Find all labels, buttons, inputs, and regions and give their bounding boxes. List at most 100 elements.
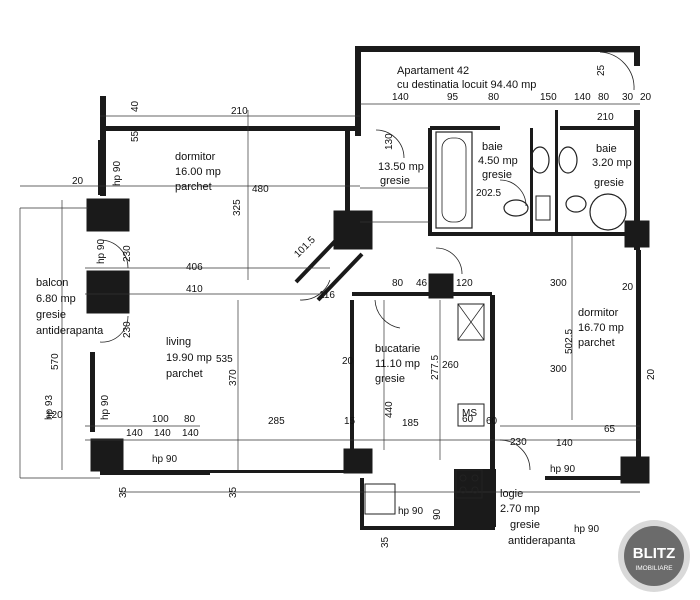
entrance-door-arc	[599, 51, 635, 91]
room-bucatarie-floor: gresie	[375, 373, 405, 385]
room-logie-floor: gresie	[510, 519, 540, 531]
room-dormitor-1-floor: parchet	[175, 181, 212, 193]
title-line2: cu destinatia locuit 94.40 mp	[397, 79, 536, 91]
room-balcon-floor: gresie	[36, 309, 66, 321]
dim-top-7: 20	[640, 92, 652, 103]
dim-140a: 140	[126, 428, 143, 439]
wall-top-right	[355, 46, 640, 52]
dim-60: 60	[462, 414, 474, 425]
wall-diagonal-1	[294, 234, 342, 284]
logo-word: BLITZ	[633, 545, 676, 562]
dim-325: 325	[232, 199, 243, 216]
wall-diagonal-2	[316, 252, 364, 302]
pillar-center	[333, 210, 373, 250]
pillar-left-1	[86, 198, 130, 232]
kitchen-ms-value: 60	[486, 416, 498, 427]
dim-20b: 20	[342, 356, 354, 367]
dim-285: 285	[268, 416, 285, 427]
dim-top-1: 95	[447, 92, 459, 103]
dim-101: 101.5	[292, 234, 318, 260]
room-baie-1-name: baie	[482, 141, 503, 153]
shower	[589, 193, 627, 231]
kitchen-labels: MS 60	[462, 408, 498, 427]
wall-kitchen-top	[352, 292, 492, 296]
hp-label-7: hp 90	[96, 239, 107, 264]
logo-disc	[624, 526, 684, 586]
dim-100: 100	[152, 414, 169, 425]
dim-410: 410	[186, 284, 203, 295]
room-balcon-area: 6.80 mp	[36, 293, 76, 305]
door-logia-arc	[499, 439, 531, 471]
wall-right-mid	[634, 110, 640, 250]
dim-20a: 20	[72, 176, 84, 187]
dim-502: 502.5	[564, 329, 575, 354]
dim-top-5: 80	[598, 92, 610, 103]
dim-65: 65	[604, 424, 616, 435]
room-dormitor-1-name: dormitor	[175, 151, 216, 163]
wall-top-left	[100, 126, 360, 131]
dim-35a: 35	[118, 486, 129, 498]
dimension-lines	[19, 103, 640, 493]
dim-46: 46	[416, 278, 428, 289]
wall-bottom-mid	[210, 470, 360, 473]
dim-top-2: 80	[488, 92, 500, 103]
hp-label-8: hp 93	[44, 395, 55, 420]
dim-440: 440	[384, 401, 395, 418]
room-baie-1-floor: gresie	[482, 169, 512, 181]
dim-185: 185	[402, 418, 419, 429]
room-hol-area: 13.50 mp	[378, 161, 424, 173]
dim-90: 90	[432, 508, 443, 520]
hp-label-5: hp 90	[550, 464, 575, 475]
bidet	[535, 195, 551, 221]
dim-130: 130	[384, 133, 395, 150]
room-bucatarie-area: 11.10 mp	[375, 358, 420, 370]
dim-260: 260	[442, 360, 459, 371]
room-bucatarie-name: bucatarie	[375, 343, 420, 355]
dim-277: 277.5	[430, 355, 441, 380]
title-block: Apartament 42 cu destinatia locuit 94.40…	[397, 65, 536, 91]
room-balcon-floor2: antiderapanta	[36, 325, 104, 337]
room-baie-1-area: 4.50 mp	[478, 155, 518, 167]
dim-140b: 140	[154, 428, 171, 439]
room-living-area: 19.90 mp	[166, 352, 212, 364]
dim-top2-0: 210	[231, 106, 248, 117]
wall-logia-bottom	[360, 526, 495, 530]
wall-bath-top	[560, 126, 638, 130]
dim-top-0: 140	[392, 92, 409, 103]
wall-bath-bottom	[430, 232, 640, 236]
room-labels: dormitor 16.00 mp parchet 13.50 mp gresi…	[36, 141, 632, 547]
room-balcon-name: balcon	[36, 277, 68, 289]
dimension-labels: 140 95 80 150 140 80 30 20 210 210 480 3…	[46, 64, 657, 548]
room-baie-2-floor: gresie	[594, 177, 624, 189]
dim-20d: 20	[646, 368, 657, 380]
room-logie-name: logie	[500, 488, 523, 500]
hp-label-3: hp 90	[152, 454, 177, 465]
room-dormitor-1-area: 16.00 mp	[175, 166, 221, 178]
dim-top-4: 140	[574, 92, 591, 103]
dim-80a: 80	[392, 278, 404, 289]
doors	[99, 51, 635, 471]
sink-1	[530, 146, 550, 174]
wall-bath-top-left	[430, 126, 500, 130]
kitchen-ms	[457, 403, 485, 427]
hp-label-4: hp 90	[398, 506, 423, 517]
walls	[86, 46, 650, 530]
title-line1: Apartament 42	[397, 65, 469, 77]
dim-300b: 300	[550, 364, 567, 375]
door-kitchen-arc	[374, 299, 401, 329]
dim-406: 406	[186, 262, 203, 273]
wall-bath-mid2	[555, 110, 558, 232]
dim-40: 40	[130, 100, 141, 112]
wall-bath-mid	[530, 128, 533, 234]
hp-label-6: hp 90	[574, 524, 599, 535]
sink-2	[558, 146, 578, 174]
dim-80b: 80	[184, 414, 196, 425]
pillar-left-2	[86, 270, 130, 314]
dim-35c: 35	[380, 536, 391, 548]
dim-35b: 35	[228, 486, 239, 498]
wall-center-upper	[345, 130, 350, 220]
logo-subword: IMOBILIARE	[635, 565, 673, 572]
wall-logia-left	[360, 478, 364, 530]
door-dormitor-arc	[435, 247, 463, 275]
